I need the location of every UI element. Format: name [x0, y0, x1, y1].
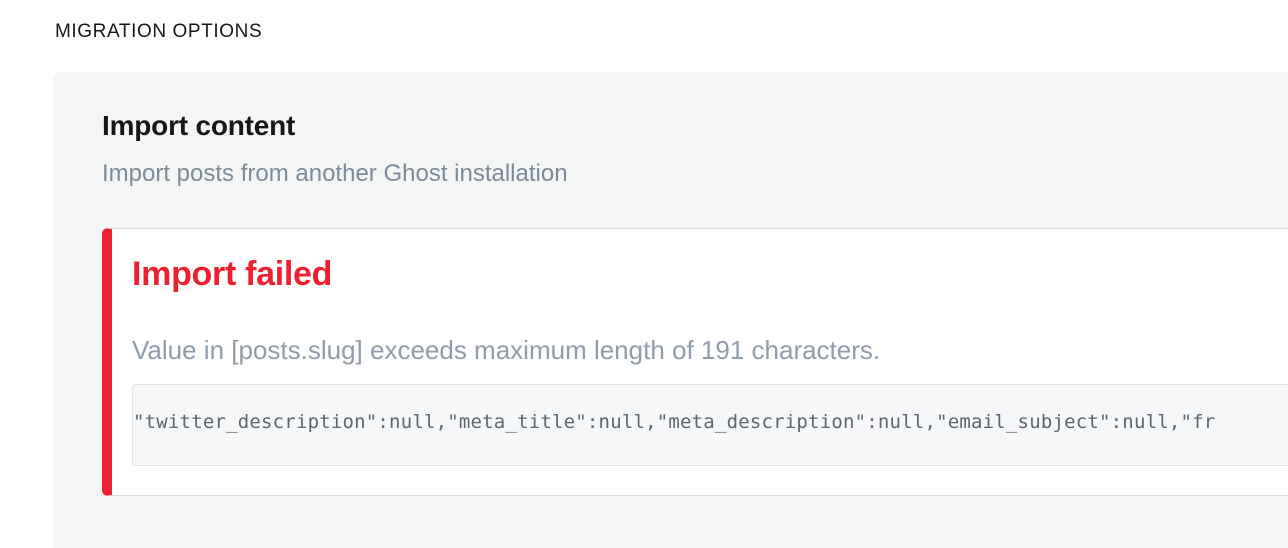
error-message: Value in [posts.slug] exceeds maximum le… [132, 335, 881, 365]
error-code-block[interactable]: "twitter_description":null,"meta_title":… [132, 384, 1288, 466]
import-error-card: Import failed Value in [posts.slug] exce… [102, 228, 1288, 496]
error-code-text: "twitter_description":null,"meta_title":… [133, 411, 1216, 433]
panel-title: Import content [102, 110, 296, 141]
section-header: MIGRATION OPTIONS [55, 21, 263, 42]
panel-description: Import posts from another Ghost installa… [102, 160, 568, 187]
error-title: Import failed [132, 255, 333, 293]
import-content-panel: Import content Import posts from another… [54, 72, 1288, 548]
